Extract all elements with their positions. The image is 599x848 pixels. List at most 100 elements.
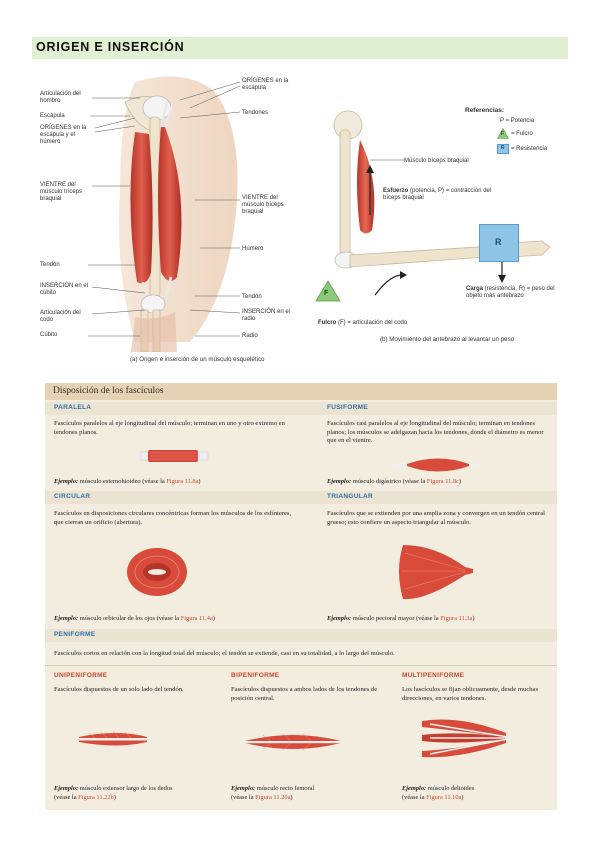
panel-title-bar: Disposición de los fascículos: [45, 383, 557, 400]
example-multipeniforme: Ejemplo: músculo deltoides (véase la Fig…: [402, 784, 474, 802]
example-triangular-suffix: ): [472, 615, 475, 622]
example-fusiforme-text: músculo digástrico (véase la: [351, 478, 427, 485]
example-bipeniforme-suffix: ): [290, 794, 293, 801]
label-fulcro-bold: Fulcro: [318, 320, 337, 326]
multipeniforme-muscle-image: [422, 719, 509, 758]
arm-muscle-illustration: [119, 76, 238, 352]
circular-muscle-image: [127, 548, 187, 596]
label-fulcro: Fulcro (F) = articulación del codo: [318, 320, 407, 327]
example-unipeniforme-ref[interactable]: Figura 11.22b: [78, 794, 114, 801]
example-bipeniforme: Ejemplo: músculo recto femoral (véase la…: [231, 784, 314, 802]
reference-resistencia-icon-letter: R: [501, 145, 505, 151]
section-title: ORIGEN E INSERCIÓN: [36, 40, 185, 54]
text-bipeniforme: Fascículos dispuestos a ambos lados de l…: [231, 686, 378, 702]
label-articulacion-hombro: Articulación del hombro: [40, 91, 81, 105]
heading-bipeniforme: BIPENIFORME: [231, 672, 280, 679]
example-unipeniforme-line2: (véase la: [54, 794, 79, 801]
example-unipeniforme-suffix: ): [113, 794, 116, 801]
example-triangular-prefix: Ejemplo:: [327, 615, 352, 622]
example-fusiforme-ref[interactable]: Figura 11.8c: [426, 478, 459, 485]
example-unipeniforme-text: músculo extensor largo de los dedos: [78, 785, 173, 792]
text-multipeniforme: Los fascículos se fijan oblicuamente, de…: [402, 686, 539, 702]
figure-b-caption: (b) Movimiento del antebrazo al levantar…: [380, 336, 515, 343]
example-paralela-suffix: ): [198, 478, 201, 485]
example-bipeniforme-line2: (véase la: [231, 794, 256, 801]
band-peniforme: [45, 629, 557, 642]
label-musculo-biceps: Músculo bíceps braquial: [404, 158, 469, 164]
example-bipeniforme-prefix: Ejemplo:: [231, 785, 256, 792]
text-fusiforme: Fascículos casi paralelos al eje longitu…: [327, 420, 544, 445]
heading-multipeniforme: MULTIPENIFORME: [402, 672, 465, 679]
heading-unipeniforme: UNIPENIFORME: [54, 672, 108, 679]
label-escapula: Escápula: [40, 113, 65, 119]
label-radio: Radio: [242, 333, 258, 339]
example-circular-prefix: Ejemplo:: [54, 615, 79, 622]
text-circular: Fascículos en disposiciones circulares c…: [54, 510, 292, 526]
fusiforme-muscle-image: [393, 458, 483, 472]
label-humero: Húmero: [242, 246, 264, 252]
resistance-box: R: [479, 224, 519, 262]
paralela-muscle-image: [140, 450, 209, 462]
fulcrum-triangle-letter: F: [324, 290, 329, 297]
example-circular: Ejemplo: músculo orbicular de los ojos (…: [54, 615, 215, 622]
label-esfuerzo-bold: Esfuerzo: [383, 188, 409, 194]
band-paralela: [45, 402, 557, 415]
label-articulacion-codo: Articulación del codo: [40, 310, 81, 324]
label-insercion-radio: INSERCIÓN en el radio: [242, 309, 291, 323]
reference-resistencia-box-icon: [497, 144, 509, 154]
example-triangular-ref[interactable]: Figura 11.3a: [440, 615, 473, 622]
example-multipeniforme-ref[interactable]: Figura 11.10a: [426, 794, 462, 801]
example-bipeniforme-ref[interactable]: Figura 11.20a: [255, 794, 291, 801]
bipeniforme-muscle-image: [243, 733, 343, 751]
resistance-box-letter: R: [495, 237, 502, 247]
text-triangular: Fascículos que se extienden por una ampl…: [327, 510, 545, 526]
heading-circular: CIRCULAR: [54, 493, 91, 500]
text-unipeniforme: Fascículos dispuestos de un solo lado de…: [54, 686, 184, 693]
references-title: Referencias:: [465, 107, 505, 114]
reference-fulcro-triangle-icon: [497, 128, 509, 139]
example-paralela-text: músculo esternohioideo (véase la: [78, 478, 167, 485]
example-paralela-prefix: Ejemplo:: [54, 478, 79, 485]
example-unipeniforme: Ejemplo: músculo extensor largo de los d…: [54, 784, 172, 802]
panel-title: Disposición de los fascículos: [53, 386, 164, 396]
text-peniforme: Fascículos cortos en relación con la lon…: [54, 650, 395, 657]
label-fulcro-rest: (F) = articulación del codo: [336, 320, 408, 326]
label-origenes-escapula-humero: ORÍGENES en la escápula y el húmero: [40, 125, 87, 146]
label-esfuerzo-rest: (potencia, P) = contracción del bíceps b…: [383, 188, 492, 202]
triangular-muscle-image: [399, 545, 473, 600]
label-tendon-right: Tendón: [242, 294, 262, 300]
example-multipeniforme-line2: (véase la: [402, 794, 427, 801]
figure-a-leader-lines: [88, 81, 241, 337]
example-paralela: Ejemplo: músculo esternohioideo (véase l…: [54, 478, 201, 485]
heading-paralela: PARALELA: [54, 404, 92, 411]
example-multipeniforme-suffix: ): [461, 794, 464, 801]
reference-resistencia: = Resistencia: [511, 146, 548, 152]
heading-triangular: TRIANGULAR: [327, 493, 373, 500]
example-multipeniforme-prefix: Ejemplo:: [402, 785, 427, 792]
figure-a-caption: (a) Origen e inserción de un músculo esq…: [130, 356, 265, 363]
figure-b-leader-lines: [370, 159, 404, 161]
fascicle-arrangement-panel: Disposición de los fascículos PARALELA F…: [45, 383, 557, 810]
label-tendones: Tendones: [242, 110, 269, 116]
label-vientre-biceps: VIENTRE del músculo bíceps braquial: [242, 195, 284, 216]
label-insercion-cubito: INSERCIÓN en el cúbito: [40, 283, 89, 297]
reference-fulcro: = Fulcro: [511, 131, 533, 137]
label-esfuerzo: Esfuerzo (potencia, P) = contracción del…: [383, 188, 508, 202]
label-cubito: Cúbito: [40, 332, 58, 338]
example-multipeniforme-text: músculo deltoides: [426, 785, 475, 792]
separator-peniforme: [45, 665, 557, 666]
example-circular-suffix: ): [212, 615, 215, 622]
example-fusiforme: Ejemplo: músculo digástrico (véase la Fi…: [327, 478, 461, 485]
example-triangular-text: músculo pectoral mayor (véase la: [351, 615, 441, 622]
label-tendon-left: Tendón: [40, 262, 60, 268]
reference-fulcro-icon-letter: F: [501, 131, 505, 137]
label-carga: Carga (resistencia, R) = peso del objeto…: [466, 286, 561, 300]
example-paralela-ref[interactable]: Figura 11.8a: [166, 478, 199, 485]
reference-potencia: P = Potencia: [500, 118, 535, 124]
heading-peniforme: PENIFORME: [54, 631, 96, 638]
section-title-banner: ORIGEN E INSERCIÓN: [32, 37, 568, 59]
text-paralela: Fascículos paralelos al eje longitudinal…: [54, 420, 285, 436]
example-circular-ref[interactable]: Figura 11.4a: [180, 615, 213, 622]
fulcrum-triangle: [315, 280, 341, 302]
example-fusiforme-suffix: ): [459, 478, 462, 485]
